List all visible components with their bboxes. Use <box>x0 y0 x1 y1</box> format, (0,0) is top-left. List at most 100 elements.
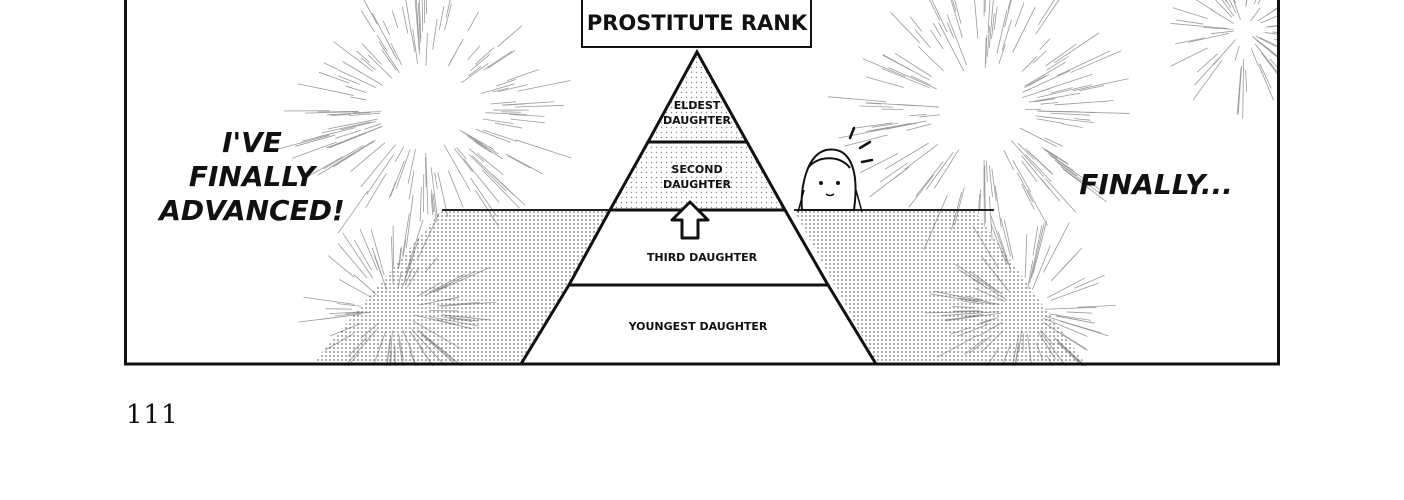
speed-line <box>1172 7 1208 19</box>
speed-line <box>1045 178 1077 213</box>
speed-line <box>329 140 375 169</box>
speed-line <box>1268 25 1280 28</box>
speed-line <box>421 0 424 32</box>
speed-line <box>342 61 384 86</box>
speed-line <box>890 12 920 43</box>
speed-line <box>1032 226 1039 256</box>
speed-line <box>1032 50 1047 64</box>
ground-right <box>794 210 1084 362</box>
speed-line <box>292 141 337 159</box>
speed-line <box>349 112 381 116</box>
speed-line <box>447 170 464 208</box>
speed-line <box>1003 149 1014 171</box>
speed-line <box>1257 5 1280 22</box>
speed-line <box>356 50 370 63</box>
speed-line <box>345 85 367 93</box>
speed-line <box>985 160 988 183</box>
speed-line <box>395 149 411 190</box>
speed-line <box>371 247 383 277</box>
speed-line <box>1229 0 1237 14</box>
speed-line <box>932 22 942 37</box>
speed-line <box>991 0 994 20</box>
speed-line <box>993 6 998 31</box>
speed-line <box>498 84 528 93</box>
speed-line <box>1050 282 1099 301</box>
speed-line <box>1074 274 1105 289</box>
speed-line <box>430 167 438 218</box>
tier-label-second-2: DAUGHTER <box>663 178 731 191</box>
speed-line <box>1050 112 1090 116</box>
speech-left-line-3: ADVANCED! <box>157 194 344 227</box>
speed-line <box>979 189 982 211</box>
rank-title-box <box>581 0 812 48</box>
speed-line <box>984 37 987 69</box>
speed-line <box>475 128 512 143</box>
speed-line <box>1039 177 1061 202</box>
character-illustration <box>797 126 874 213</box>
speed-line <box>988 19 993 48</box>
speed-line <box>1045 43 1077 67</box>
speed-line <box>494 122 523 129</box>
speed-line <box>505 153 543 174</box>
speed-line <box>366 154 395 195</box>
speed-line <box>448 38 464 66</box>
speed-line <box>1014 2 1025 27</box>
speed-line <box>340 121 377 131</box>
speed-line <box>985 34 988 64</box>
panel-border <box>124 0 1280 366</box>
speed-line <box>445 0 451 18</box>
speed-line <box>885 142 929 170</box>
speed-line <box>327 118 378 130</box>
speed-line <box>432 19 438 50</box>
speed-line <box>492 87 509 93</box>
speed-line <box>405 195 414 249</box>
speed-line <box>474 47 495 65</box>
speed-line <box>1062 169 1107 203</box>
speed-line <box>1022 70 1071 93</box>
speed-line <box>865 76 904 88</box>
speed-line <box>987 26 990 57</box>
speed-line <box>430 194 434 216</box>
speed-line <box>350 96 367 101</box>
ground-left <box>314 210 610 362</box>
speed-line <box>1027 260 1034 289</box>
speed-line <box>425 0 428 15</box>
speed-line <box>1255 35 1277 48</box>
speed-line <box>988 165 993 198</box>
speed-line <box>382 20 391 36</box>
speed-line <box>871 122 899 128</box>
speed-line <box>1024 75 1046 88</box>
speed-line <box>1074 118 1091 121</box>
speed-line <box>908 174 935 208</box>
speed-line <box>1021 56 1038 72</box>
speed-line <box>1077 304 1116 308</box>
speed-line <box>1233 0 1241 21</box>
speed-line <box>1001 19 1012 51</box>
speed-line <box>885 122 918 130</box>
speed-line <box>483 50 513 71</box>
speed-line <box>1007 0 1011 10</box>
speed-line <box>297 83 354 96</box>
speed-line <box>918 46 944 72</box>
speed-line <box>909 16 923 32</box>
up-arrow-icon <box>670 200 710 240</box>
speed-line <box>330 114 351 117</box>
speed-line <box>1175 19 1204 25</box>
speed-line <box>1170 23 1228 29</box>
speed-line <box>425 153 428 184</box>
speed-line <box>1027 150 1054 175</box>
page-number: 111 <box>126 400 179 430</box>
speed-line <box>462 131 483 144</box>
speed-line <box>906 123 932 131</box>
speed-line <box>1251 48 1259 66</box>
speed-line <box>405 0 413 36</box>
speed-line <box>378 41 400 73</box>
speed-line <box>303 296 355 305</box>
speed-line <box>1211 30 1234 35</box>
speed-line <box>337 190 368 234</box>
speed-line <box>987 0 991 33</box>
speed-line <box>1254 43 1279 74</box>
speed-line <box>1237 65 1242 114</box>
speed-line <box>1054 100 1114 106</box>
speed-line <box>1036 118 1064 124</box>
